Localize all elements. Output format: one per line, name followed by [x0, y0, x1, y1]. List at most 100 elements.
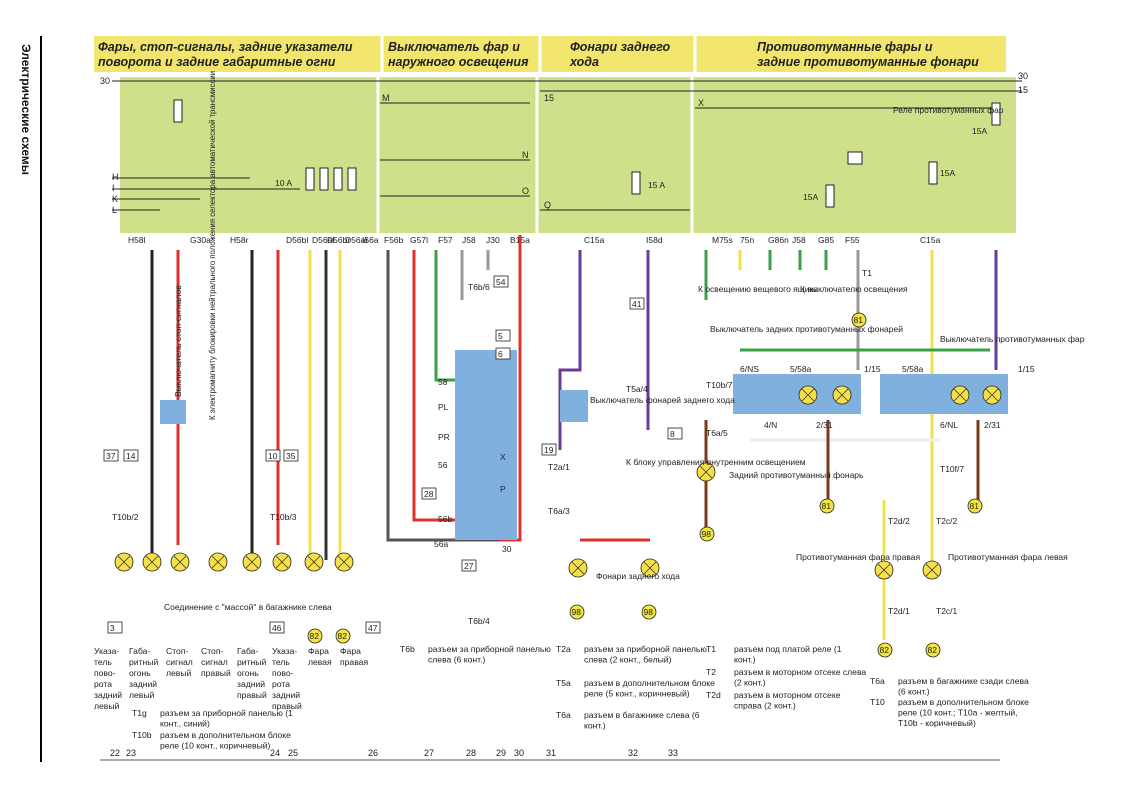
connector-label: T6b/4: [468, 616, 490, 626]
connector-label: T6b/6: [468, 282, 490, 292]
bus-N: N: [522, 150, 529, 160]
fog-pin: 6/NS: [740, 364, 759, 374]
fog-pin: 5/58a: [790, 364, 812, 374]
bulb-icon: [922, 560, 942, 580]
svg-text:41: 41: [632, 299, 642, 309]
svg-text:82: 82: [928, 645, 938, 655]
connector-label: T10b/7: [706, 380, 733, 390]
reverse-switch: [560, 390, 588, 422]
switch-pin: 30: [502, 544, 512, 554]
svg-text:3: 3: [110, 623, 115, 633]
connector-label: T10b/2: [112, 512, 139, 522]
fog-pin: 1/15: [864, 364, 881, 374]
bus-H: H: [112, 172, 119, 182]
wire-G57l: [434, 250, 455, 382]
reverse-switch-label: Выключатель фонарей заднего хода: [590, 395, 735, 405]
ref-box: 82: [925, 642, 941, 658]
fuse-9: [991, 102, 1001, 126]
section-2-title-line2: наружного освещения: [388, 55, 529, 69]
section-1-title-line1: Фары, стоп-сигналы, задние указатели: [98, 40, 353, 54]
svg-text:10: 10: [268, 451, 278, 461]
wire-F56b: [412, 250, 455, 522]
connector-label: T1: [862, 268, 872, 278]
terminal-label: J58: [462, 235, 476, 245]
ruler-number: 29: [496, 748, 506, 758]
svg-text:98: 98: [702, 529, 712, 539]
legend-code: T6b: [400, 644, 415, 654]
bus-30-right: 30: [1018, 71, 1028, 81]
ref-box: 28: [421, 487, 437, 500]
terminal-label: M75s: [712, 235, 733, 245]
ref-box: 82: [335, 628, 351, 644]
terminal-label: D56br: [327, 235, 350, 245]
ref-box: 3: [107, 621, 123, 634]
fog-pin: 6/NL: [940, 420, 958, 430]
terminal-label: H58r: [230, 235, 249, 245]
bulb-icon: [114, 552, 134, 572]
ref-box: 98: [641, 604, 657, 620]
bus-15-mid: 15: [544, 93, 554, 103]
svg-text:47: 47: [368, 623, 378, 633]
legend-code: T6a: [870, 676, 885, 686]
fuse-2: [305, 167, 315, 191]
terminal-label: D56al: [312, 235, 334, 245]
svg-text:35: 35: [286, 451, 296, 461]
fuse-15a-r2-label: 15A: [940, 168, 955, 178]
connector-label: T5a/4: [626, 384, 648, 394]
legend-code: T10: [870, 697, 885, 707]
connector-label: T2c/2: [936, 516, 958, 526]
bulb-icon: [208, 552, 228, 572]
header-band: [94, 36, 1006, 72]
section-4-title-line2: задние противотуманные фонари: [757, 55, 979, 69]
switch-pin: 56: [438, 460, 448, 470]
ref-box: 35: [283, 449, 299, 462]
legend-code: T2d: [706, 690, 721, 700]
fuse-1: [173, 99, 183, 123]
section-3-title-line2: хода: [569, 55, 599, 69]
ref-box: 10: [265, 449, 281, 462]
ref-box: 82: [877, 642, 893, 658]
fuse-5: [347, 167, 357, 191]
bulb-icon: [170, 552, 190, 572]
rear-fog-switch-label: Выключатель задних противотуманных фонар…: [710, 324, 903, 334]
svg-text:8: 8: [670, 429, 675, 439]
fuse-8: [928, 161, 938, 185]
ref-box: 19: [541, 443, 557, 456]
connector-label: T6a/5: [706, 428, 728, 438]
terminal-label: G57l: [410, 235, 428, 245]
rear-fog-lamp-label: Задний противотуманный фонарь: [729, 470, 864, 480]
bulb-icon: [874, 560, 894, 580]
ruler-number: 31: [546, 748, 556, 758]
svg-text:46: 46: [272, 623, 282, 633]
terminal-label: 75n: [740, 235, 754, 245]
neutral-lock-label: К электромагниту блокировки нейтрального…: [208, 71, 217, 420]
ref-box: 8: [667, 427, 683, 440]
svg-text:5: 5: [498, 331, 503, 341]
fuse-15a-r1-label: 15A: [803, 192, 818, 202]
bus-L: L: [112, 205, 117, 215]
bus-30-left: 30: [100, 76, 110, 86]
switch-pin: PL: [438, 402, 449, 412]
legend-text: разъем в моторном отсеке слева(2 конт.): [734, 667, 866, 688]
svg-text:82: 82: [880, 645, 890, 655]
legend-text: разъем в багажнике сзади слева(6 конт.): [898, 676, 1029, 697]
fuse-7: [825, 184, 835, 208]
fuse-15a-mid-label: 15 A: [648, 180, 665, 190]
bulb-icon: [696, 462, 716, 482]
bulb-icon: [982, 385, 1002, 405]
terminal-label: H58l: [128, 235, 146, 245]
fuse-10a-label: 10 A: [275, 178, 292, 188]
ruler-number: 28: [466, 748, 476, 758]
svg-text:98: 98: [644, 607, 654, 617]
